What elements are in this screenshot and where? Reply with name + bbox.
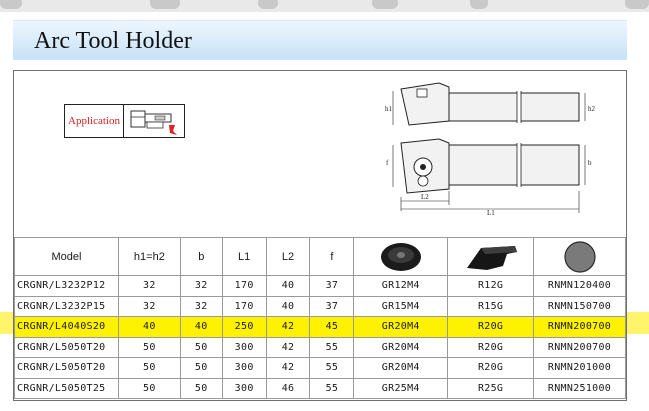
model-cell: CRGNR/L5050T25 — [14, 377, 119, 399]
table-cell: 42 — [265, 357, 311, 379]
table-cell: R20G — [447, 316, 535, 338]
specification-table: Model h1=h2 b L1 L2 f — [14, 237, 626, 399]
table-cell: 42 — [265, 316, 311, 338]
dimension-l1-label: L1 — [487, 209, 495, 217]
dimension-h2-label: h2 — [588, 105, 596, 113]
dimension-b-label: b — [588, 159, 592, 167]
table-cell: RNMN201000 — [533, 357, 626, 379]
table-cell: 32 — [117, 295, 181, 317]
dimension-h1-label: h1 — [385, 105, 393, 113]
table-cell: 40 — [265, 295, 311, 317]
table-cell: 32 — [117, 275, 181, 297]
grooving-insert-icon — [466, 245, 517, 270]
table-cell: GR12M4 — [353, 275, 449, 297]
table-cell: 50 — [179, 357, 223, 379]
table-cell: 32 — [179, 275, 223, 297]
round-insert-icon — [563, 240, 596, 273]
table-cell: GR20M4 — [353, 336, 449, 358]
model-cell: CRGNR/L5050T20 — [14, 357, 119, 379]
table-cell: RNMN200700 — [533, 336, 626, 358]
column-header: f — [309, 237, 355, 276]
column-header: L1 — [221, 237, 267, 276]
column-header-insert — [353, 237, 449, 276]
decoration-blob — [372, 0, 398, 9]
table-cell: R12G — [447, 275, 535, 297]
table-cell: 32 — [179, 295, 223, 317]
decoration-blob — [150, 0, 180, 9]
model-cell: CRGNR/L3232P15 — [14, 295, 119, 317]
decoration-blob — [258, 0, 278, 9]
column-header: L2 — [265, 237, 311, 276]
table-cell: 300 — [221, 357, 267, 379]
model-cell: CRGNR/L4040S20 — [14, 316, 119, 338]
decoration-blob — [0, 0, 22, 9]
application-box: Application — [64, 104, 185, 138]
table-cell: 55 — [309, 377, 355, 399]
arc-tool-holder-drawing: h1 h2 f b L2 L1 — [379, 73, 599, 218]
round-insert-with-hole-icon — [380, 242, 421, 271]
column-header: Model — [14, 237, 119, 276]
top-decoration-strip — [0, 0, 649, 12]
table-cell: R25G — [447, 377, 535, 399]
table-cell: 50 — [117, 336, 181, 358]
table-cell: R20G — [447, 336, 535, 358]
application-label: Application — [65, 105, 124, 137]
table-header-row: Model h1=h2 b L1 L2 f — [14, 237, 626, 276]
table-cell: 250 — [221, 316, 267, 338]
product-panel: Application h1 h2 — [13, 70, 627, 401]
table-cell: RNMN150700 — [533, 295, 626, 317]
page-title: Arc Tool Holder — [34, 28, 192, 54]
table-cell: 50 — [179, 336, 223, 358]
table-cell: 170 — [221, 295, 267, 317]
dimension-f-label: f — [386, 159, 389, 167]
decoration-blob — [625, 0, 649, 9]
table-cell: 40 — [265, 275, 311, 297]
model-cell: CRGNR/L3232P12 — [14, 275, 119, 297]
table-cell: 50 — [117, 357, 181, 379]
table-cell: 40 — [179, 316, 223, 338]
title-bar: Arc Tool Holder — [13, 20, 627, 60]
column-header: h1=h2 — [117, 237, 181, 276]
column-header-insert — [533, 237, 626, 276]
table-cell: 42 — [265, 336, 311, 358]
table-cell: R15G — [447, 295, 535, 317]
table-cell: 50 — [179, 377, 223, 399]
table-cell: 170 — [221, 275, 267, 297]
model-cell: CRGNR/L5050T20 — [14, 336, 119, 358]
table-cell: R20G — [447, 357, 535, 379]
decoration-blob — [470, 0, 488, 9]
table-cell: 300 — [221, 377, 267, 399]
tool-application-icon — [125, 105, 185, 137]
table-cell: 300 — [221, 336, 267, 358]
table-cell: GR15M4 — [353, 295, 449, 317]
table-cell: GR20M4 — [353, 316, 449, 338]
table-cell: RNMN120400 — [533, 275, 626, 297]
table-cell: 50 — [117, 377, 181, 399]
table-cell: 40 — [117, 316, 181, 338]
table-cell: 37 — [309, 295, 355, 317]
dimension-l2-label: L2 — [421, 193, 429, 201]
column-header: b — [179, 237, 223, 276]
table-cell: RNMN251000 — [533, 377, 626, 399]
table-cell: 55 — [309, 357, 355, 379]
table-cell: 46 — [265, 377, 311, 399]
table-cell: 45 — [309, 316, 355, 338]
table-cell: 55 — [309, 336, 355, 358]
table-cell: GR25M4 — [353, 377, 449, 399]
table-cell: GR20M4 — [353, 357, 449, 379]
table-cell: 37 — [309, 275, 355, 297]
column-header-insert — [447, 237, 535, 276]
table-cell: RNMN200700 — [533, 316, 626, 338]
